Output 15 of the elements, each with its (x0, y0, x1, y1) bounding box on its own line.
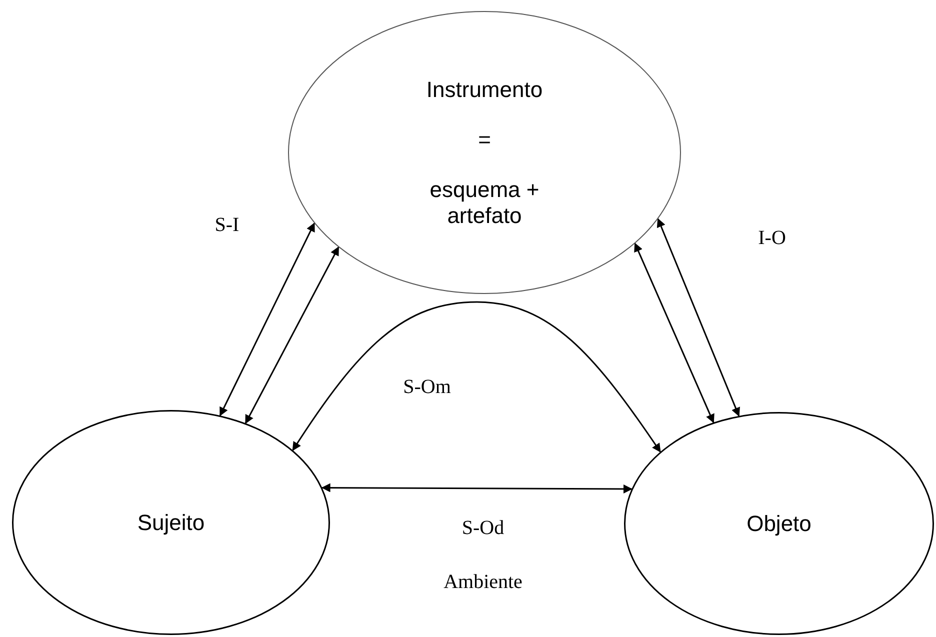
node-text: Objeto (746, 510, 812, 536)
node-text: = (478, 126, 491, 152)
double-arrow (244, 246, 340, 424)
double-arrow (219, 222, 315, 416)
ellipse-node (12, 410, 330, 635)
area-label: Ambiente (444, 570, 522, 595)
double-arrow (321, 483, 632, 494)
node-text: Sujeito (137, 510, 205, 536)
double-arrow (656, 218, 740, 417)
double-arrow (634, 242, 714, 424)
double-arrow (292, 301, 661, 453)
ellipse-node (288, 11, 681, 294)
node-text: esquema + artefato (428, 176, 540, 228)
ellipse-node (624, 412, 934, 635)
node-text: Instrumento (426, 76, 543, 102)
